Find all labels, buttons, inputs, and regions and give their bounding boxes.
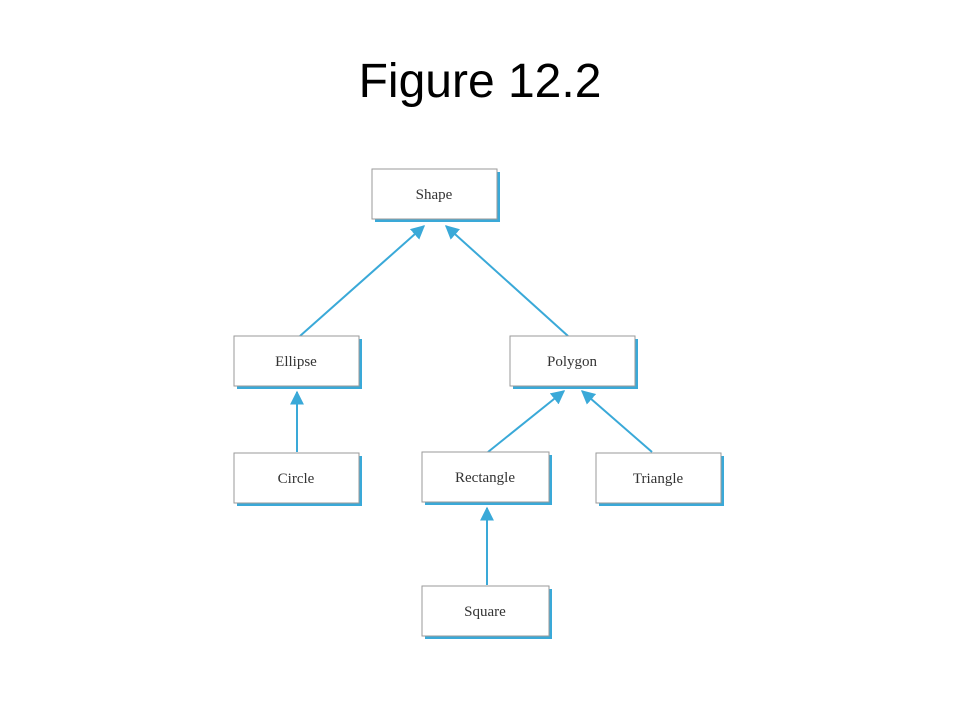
node-triangle-label: Triangle [633,471,684,487]
node-circle: Circle [233,452,362,506]
node-shape: Shape [371,168,500,222]
node-rectangle: Rectangle [421,451,552,505]
node-circle-label: Circle [278,471,315,487]
node-square-label: Square [464,604,506,620]
node-triangle: Triangle [595,452,724,506]
edge-triangle-to-polygon [580,390,653,453]
node-polygon-label: Polygon [547,354,598,370]
node-polygon: Polygon [509,335,638,389]
node-ellipse: Ellipse [233,335,362,389]
node-square: Square [421,585,552,639]
edge-rectangle-to-polygon [487,390,566,453]
node-shape-label: Shape [416,187,453,203]
edge-polygon-to-shape [444,225,569,337]
node-rectangle-label: Rectangle [455,470,515,486]
slide-title: Figure 12.2 [358,55,602,108]
edge-ellipse-to-shape [299,225,426,337]
node-ellipse-label: Ellipse [275,354,317,370]
